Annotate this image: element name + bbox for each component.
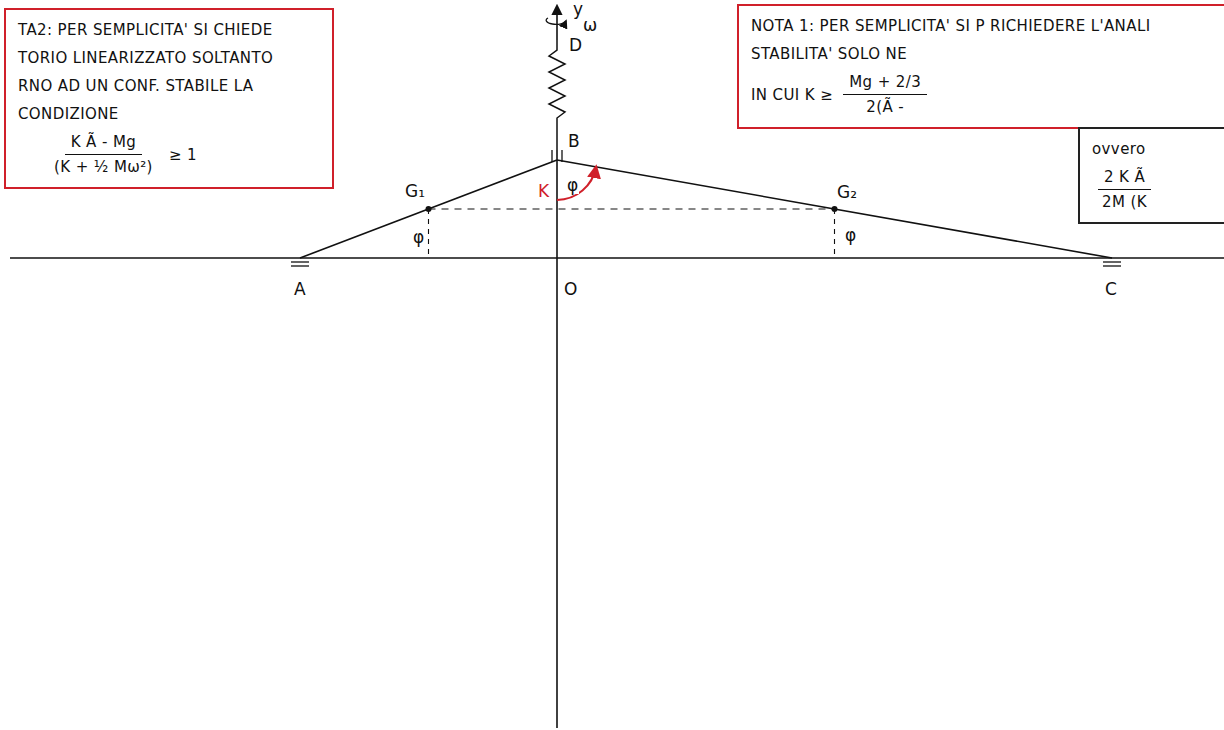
point-label: φ	[844, 226, 857, 244]
formula-text: 2(Ã -	[860, 95, 910, 119]
formula-row: K Ã - Mg(K + ½ Mω²) ≥ 1	[48, 130, 310, 179]
point-label: ω	[582, 16, 598, 34]
dashed-line	[834, 209, 835, 258]
fraction: 2 K Ã2M (K	[1096, 165, 1153, 214]
point-label: K	[537, 182, 550, 200]
angle-arc	[557, 167, 596, 200]
centre-of-mass	[832, 206, 838, 212]
spring-symbol	[549, 40, 565, 150]
axis-line	[556, 6, 558, 40]
formula-text: ≥ 1	[169, 141, 197, 169]
point-label: G₁	[404, 182, 426, 200]
slider-mark	[291, 261, 309, 262]
ground-line	[10, 257, 1224, 259]
formula-text: Mg + 2/3	[843, 70, 927, 95]
point-label: O	[563, 280, 578, 298]
slider-mark	[291, 265, 309, 266]
fraction: K Ã - Mg(K + ½ Mω²)	[48, 130, 159, 179]
formula-row: IN CUI K ≥ Mg + 2/32(Ã -	[751, 70, 1208, 119]
dashed-line	[429, 208, 835, 209]
point-label: G₂	[836, 183, 858, 201]
rotation-arrow	[546, 18, 566, 24]
note-box: TA2: PER SEMPLICITA' SI CHIEDE TORIO LIN…	[4, 8, 334, 189]
slider-mark	[1103, 261, 1121, 262]
formula-text: K Ã - Mg	[65, 130, 142, 155]
formula-text: (K + ½ Mω²)	[48, 155, 159, 179]
point-label: B	[567, 132, 581, 150]
note-box: NOTA 1: PER SEMPLICITA' SI P RICHIEDERE …	[737, 4, 1224, 129]
point-label: A	[293, 280, 307, 298]
note-text: NOTA 1: PER SEMPLICITA' SI P RICHIEDERE …	[751, 12, 1208, 68]
point-label: φ	[566, 176, 579, 194]
formula-row: 2 K Ã2M (K	[1096, 165, 1214, 214]
dashed-line	[428, 209, 429, 258]
axis-line	[556, 150, 558, 728]
point-label: φ	[412, 228, 425, 246]
centre-of-mass	[426, 206, 432, 212]
rod	[300, 160, 557, 258]
note-text: TA2: PER SEMPLICITA' SI CHIEDE TORIO LIN…	[18, 16, 310, 128]
fraction: Mg + 2/32(Ã -	[843, 70, 927, 119]
note-box: ovvero2 K Ã2M (K	[1078, 127, 1224, 224]
joint-mark	[551, 150, 552, 162]
formula-text: 2M (K	[1096, 190, 1153, 214]
formula-text: 2 K Ã	[1098, 165, 1151, 190]
note-text: ovvero	[1092, 135, 1214, 163]
point-label: C	[1104, 280, 1118, 298]
formula-text: IN CUI K ≥	[751, 81, 833, 109]
slider-mark	[1103, 265, 1121, 266]
point-label: D	[568, 36, 583, 54]
